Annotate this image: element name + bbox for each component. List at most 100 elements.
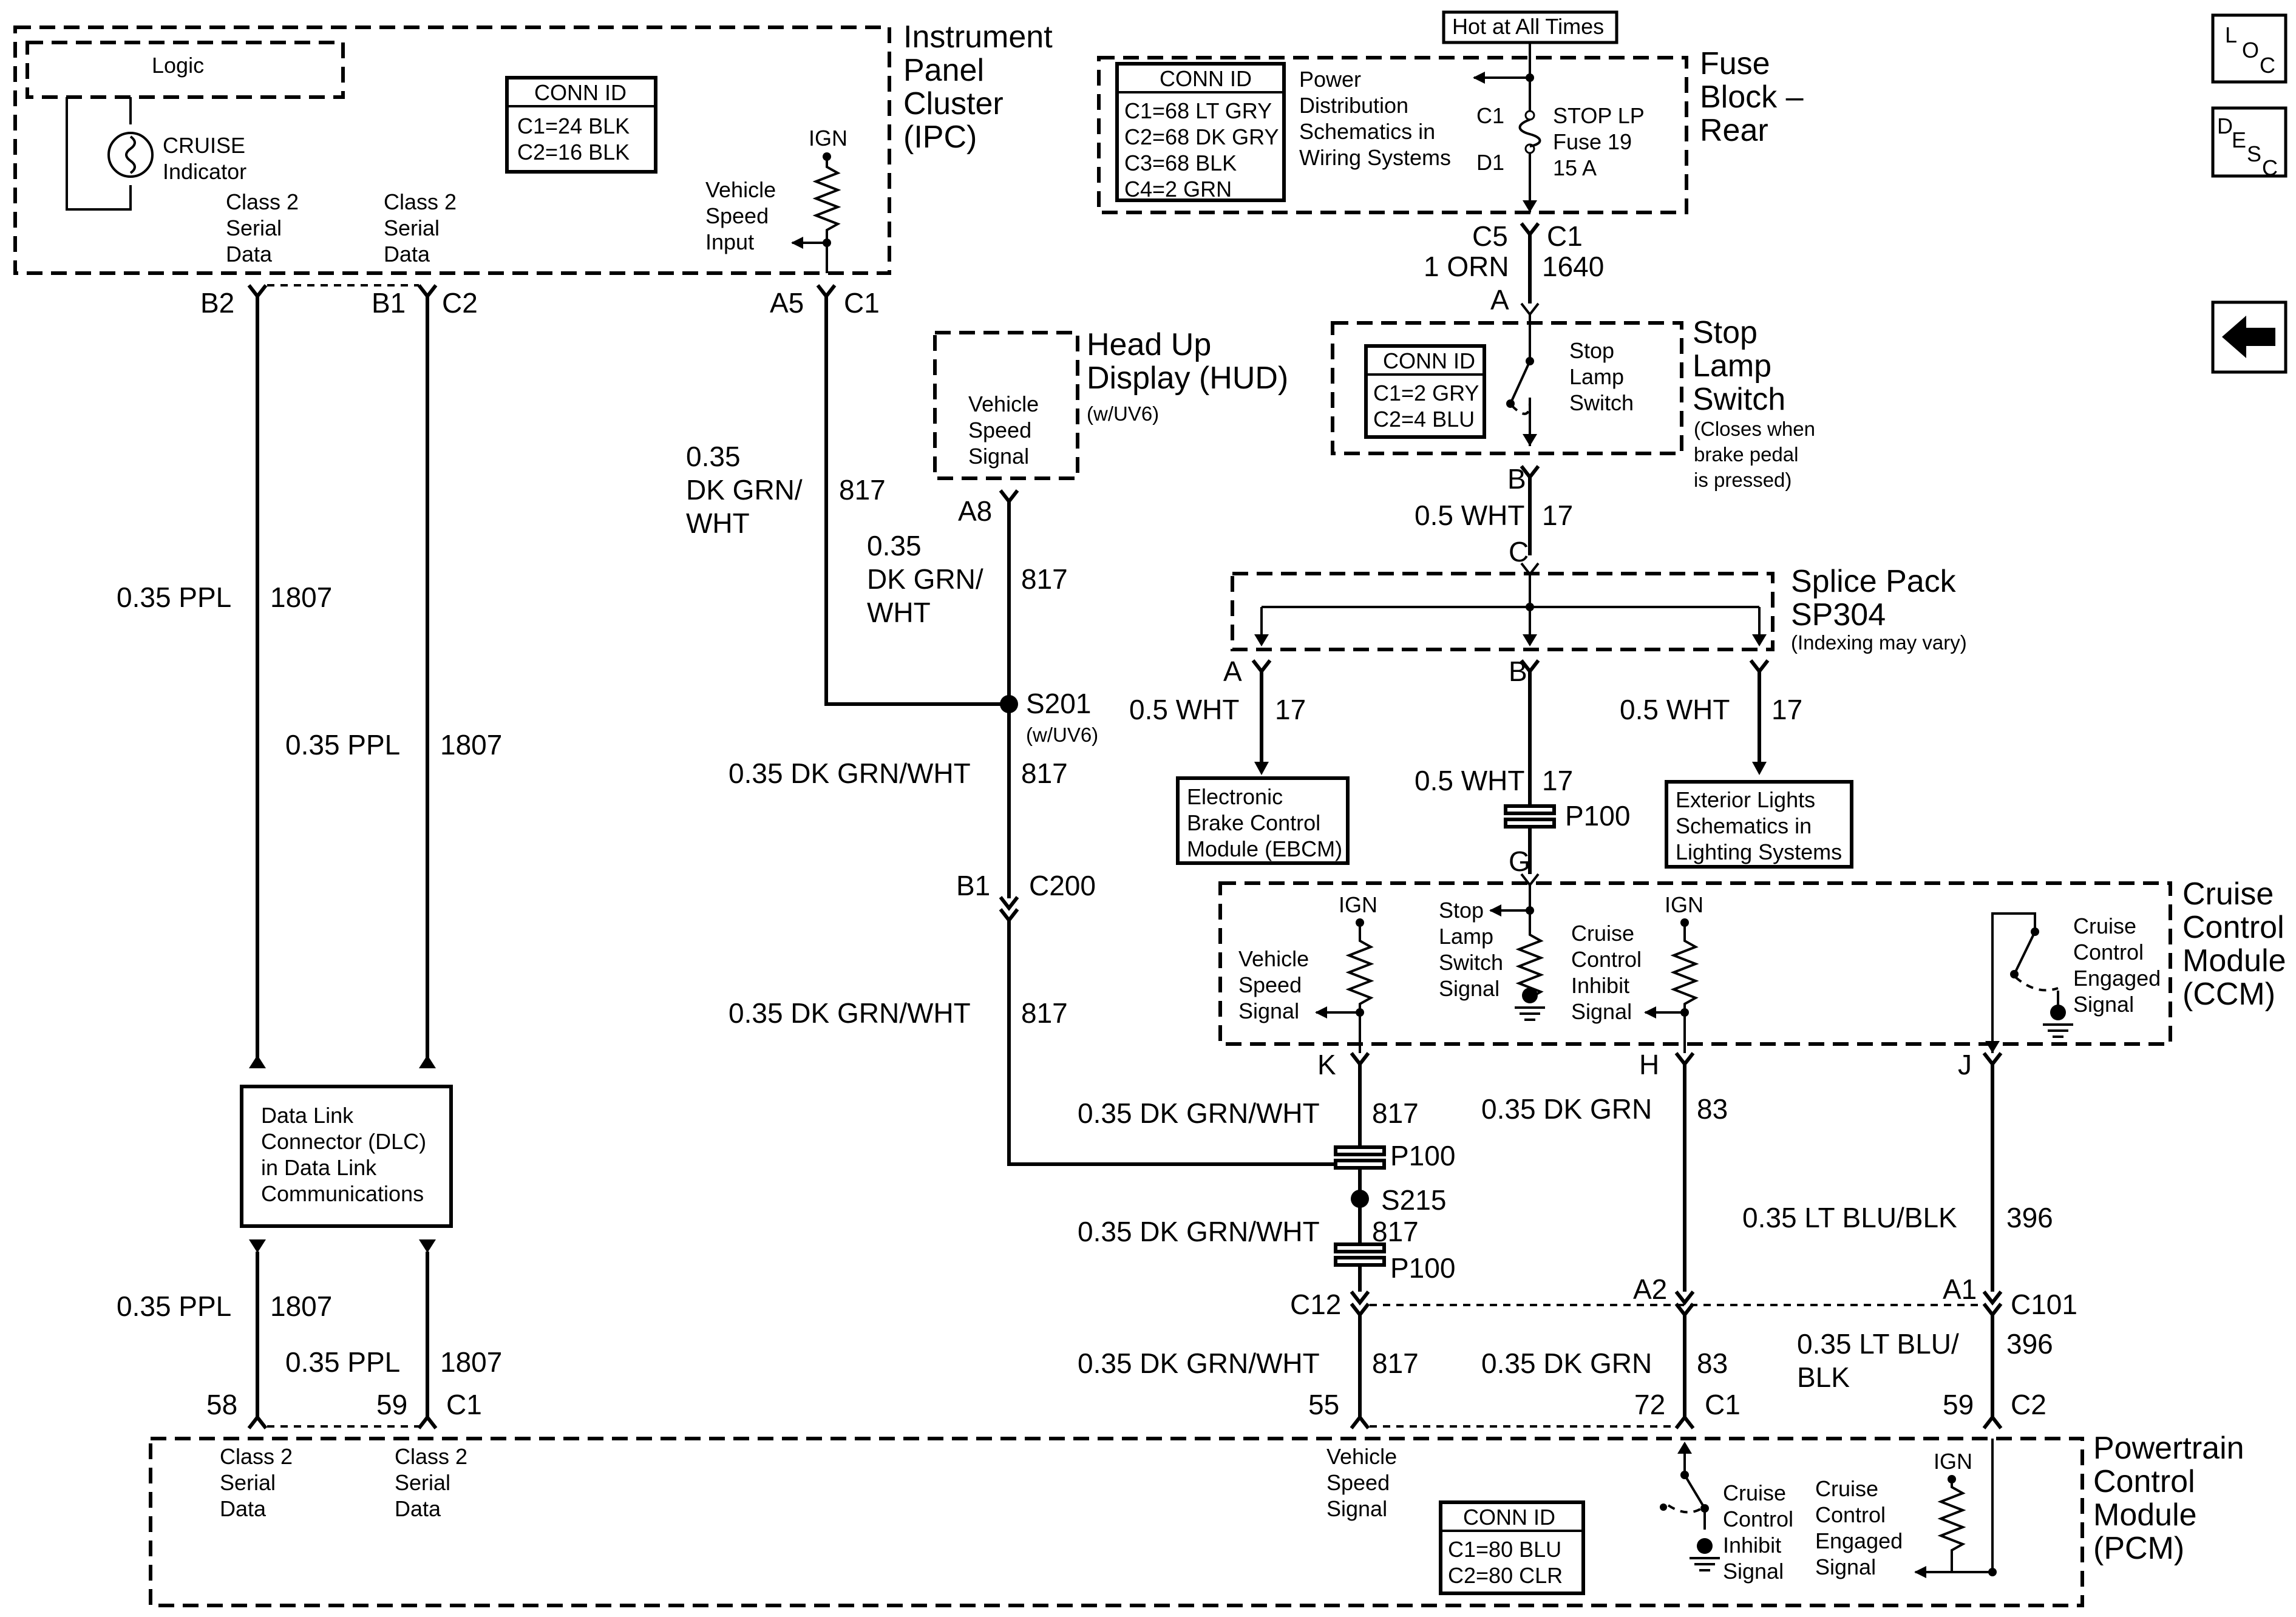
dlc-label-2: Connector (DLC) [261, 1129, 426, 1154]
wire-17a-circuit: 17 [1275, 694, 1306, 725]
p100-lower-icon [1504, 818, 1556, 829]
dlc-label-4: Communications [261, 1181, 424, 1206]
ipc-conn-id-row-1: C1=24 BLK [517, 114, 630, 138]
left-arrow-icon [2222, 316, 2275, 358]
wire-17-exterior [1749, 659, 1770, 762]
stop-lamp-switch-module: C5 C1 1 ORN 1640 A Stop Lamp Switch (Clo… [1331, 220, 1815, 577]
wire-58-59-1807 [247, 1252, 438, 1429]
ebcm-label-2: Brake Control [1187, 810, 1320, 835]
splice-s201-note: (w/UV6) [1026, 724, 1098, 746]
ipc-title-2: Panel [903, 53, 984, 88]
wire-a8-gauge-3: WHT [867, 597, 931, 628]
wire-17-gauge: 0.5 WHT [1415, 500, 1524, 531]
cruise-indicator-label-2: Indicator [163, 159, 246, 184]
ccm-h-resistor-icon [1670, 923, 1699, 1053]
hud-signal-3: Signal [968, 444, 1029, 469]
loc-letter-c: C [2260, 53, 2275, 78]
pcm-c2-label: C2 [2011, 1389, 2046, 1420]
pcm-title-4: (PCM) [2093, 1531, 2184, 1566]
dlc-label-3: in Data Link [261, 1155, 377, 1180]
ipc-serial-b-1: Class 2 [384, 189, 457, 214]
fuse-name-1: STOP LP [1553, 103, 1645, 128]
hot-at-all-times-label: Hot at All Times [1452, 14, 1604, 39]
pcm-ign-label: IGN [1934, 1449, 1972, 1474]
lamp-filament-icon [125, 135, 136, 174]
p100-k-lower-icon [1334, 1159, 1386, 1170]
pcm-module: Powertrain Control Module (PCM) Class 2 … [149, 1431, 2244, 1607]
hud-title-2: Display (HUD) [1087, 361, 1288, 396]
ccm-title-4: (CCM) [2182, 977, 2275, 1012]
fuse-out-arrow [1523, 200, 1537, 212]
ipc-vss-label-1: Vehicle [705, 177, 776, 202]
fuse-title-3: Rear [1700, 113, 1768, 148]
splice-pack-module: Splice Pack SP304 (Indexing may vary) A … [1129, 564, 1967, 887]
fuse-d1-label: D1 [1476, 150, 1504, 175]
fuse-c1-label: C1 [1476, 103, 1504, 128]
ipc-logic-box [25, 41, 345, 99]
hud-title-1: Head Up [1087, 327, 1211, 362]
wire-72-gauge: 0.35 DK GRN [1481, 1348, 1652, 1379]
exterior-lights-1: Exterior Lights [1676, 787, 1815, 812]
p100-label-g: P100 [1565, 800, 1630, 832]
ccm-vss-label-2: Speed [1238, 972, 1302, 997]
serial-data-circuit: 0.35 PPL 1807 0.35 PPL 1807 Data Link Co… [117, 284, 502, 1429]
ipc-vss-label-2: Speed [705, 203, 769, 228]
fuse-conn-id-row-1: C1=68 LT GRY [1124, 98, 1272, 123]
wire-b1-circuit: 1807 [440, 729, 502, 761]
ipc-vss-label-3: Input [705, 229, 754, 254]
wire-1640-circuit: 1640 [1542, 251, 1604, 282]
ccm-engaged-link [2014, 976, 2059, 992]
splice-pack-title-2: SP304 [1791, 597, 1886, 632]
pcm-inhibit-pivot [1680, 1471, 1689, 1479]
loc-letter-l: L [2225, 22, 2237, 47]
ipc-pin-c1: C1 [844, 287, 880, 319]
pcm-inhibit-arrow [1677, 1442, 1692, 1454]
ccm-engaged-pivot [2031, 927, 2039, 936]
nav-desc-button[interactable]: D E S C [2211, 106, 2288, 180]
dlc-lower-arrows [249, 1239, 436, 1253]
stop-switch-pin-a: A [1490, 284, 1509, 316]
nav-back-button[interactable] [2211, 300, 2288, 374]
wire-a5-817 [816, 284, 1009, 706]
ccm-engaged-arrow [1985, 1041, 2000, 1053]
splice-out-arrows [1254, 634, 1767, 646]
ipc-pin-b1: B1 [372, 287, 406, 319]
pcm-pin-55: 55 [1308, 1389, 1339, 1420]
splice-bus [1260, 574, 1761, 643]
wire-17-ebcm [1251, 659, 1272, 762]
wire-a8-gauge-2: DK GRN/ [867, 563, 983, 595]
hud-signal-1: Vehicle [968, 392, 1039, 416]
desc-button-frame[interactable] [2211, 106, 2288, 178]
pcm-conn-id-box [1439, 1500, 1585, 1595]
stop-switch-link [1510, 402, 1531, 415]
stop-switch-title-3: Switch [1693, 382, 1785, 417]
power-dist-1: Power [1299, 67, 1361, 92]
pcm-serial-b-1: Class 2 [395, 1444, 467, 1469]
wire-1640 [1520, 222, 1540, 303]
pcm-vss-1: Vehicle [1326, 1444, 1397, 1469]
pcm-inhibit-1: Cruise [1723, 1480, 1786, 1505]
nav-loc-button[interactable]: L O C [2211, 13, 2288, 84]
wire-17b-gauge: 0.5 WHT [1415, 765, 1524, 796]
pcm-vss-2: Speed [1326, 1470, 1390, 1495]
wire-b2-gauge: 0.35 PPL [117, 581, 231, 613]
power-dist-4: Wiring Systems [1299, 145, 1451, 170]
ipc-pin-a5: A5 [770, 287, 804, 319]
p100-s215-lower-icon [1334, 1256, 1386, 1267]
ipc-logic-label: Logic [152, 53, 204, 78]
exterior-lights-box [1665, 780, 1853, 869]
pcm-title-3: Module [2093, 1497, 2197, 1533]
pcm-boundary [149, 1437, 2084, 1607]
stop-switch-note-1: (Closes when [1694, 418, 1815, 440]
wire-j-circuit: 396 [2006, 1202, 2053, 1233]
wire-59-circuit: 1807 [440, 1346, 502, 1378]
conn-c200-label: C200 [1029, 870, 1096, 901]
ccm-engaged-4: Signal [2073, 992, 2134, 1017]
loc-button-frame[interactable] [2211, 13, 2288, 84]
ccm-stop-sig-4: Signal [1439, 976, 1500, 1001]
stop-switch-conn-id-header: CONN ID [1383, 348, 1475, 373]
splice-pack-note: (Indexing may vary) [1791, 631, 1967, 654]
pcm-title-2: Control [2093, 1464, 2195, 1499]
splice-pack-title-1: Splice Pack [1791, 564, 1957, 599]
wire-58-gauge: 0.35 PPL [117, 1290, 231, 1322]
